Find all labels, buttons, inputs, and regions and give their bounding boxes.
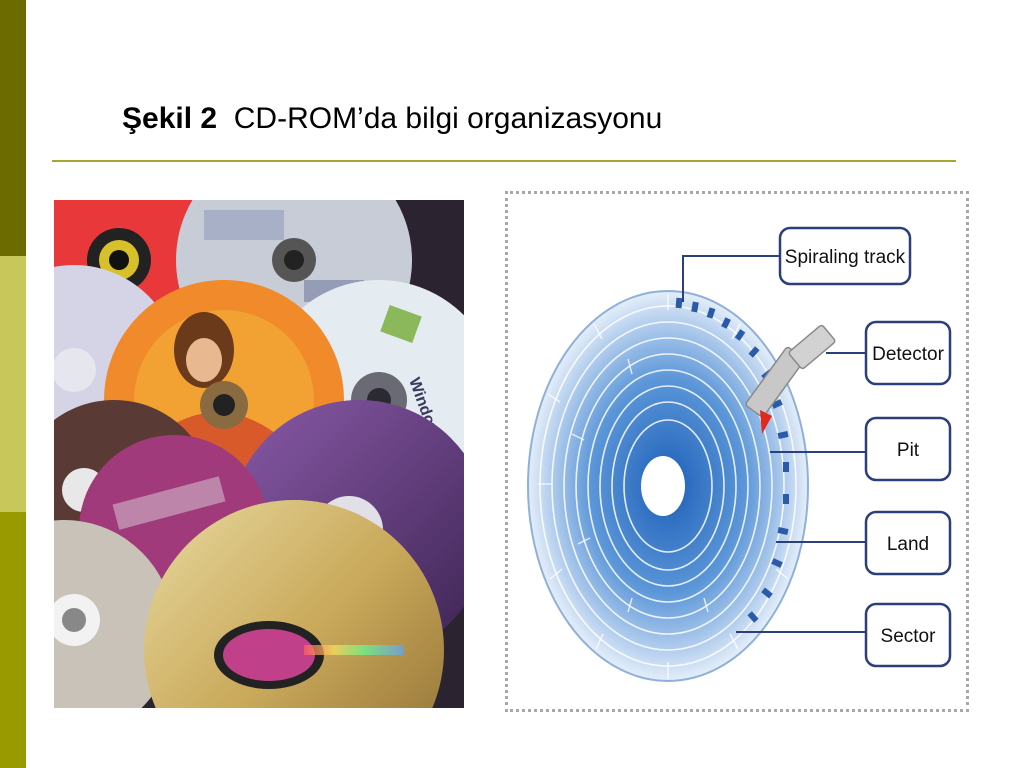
cd-stack-illustration: Windows bbox=[54, 200, 464, 708]
label-sector: Sector bbox=[864, 602, 952, 668]
figure-caption: CD-ROM’da bilgi organizasyonu bbox=[233, 102, 663, 135]
label-detector-text: Detector bbox=[872, 344, 944, 365]
title-divider bbox=[52, 160, 956, 162]
label-spiraling-track: Spiraling track bbox=[778, 226, 912, 286]
figure-number: Şekil 2 bbox=[122, 102, 218, 135]
label-pit-text: Pit bbox=[897, 440, 920, 461]
sidebar-segment-bottom bbox=[0, 512, 26, 768]
label-spiraling-track-text: Spiraling track bbox=[785, 247, 906, 268]
disc-silver bbox=[54, 520, 174, 708]
sector-dividers bbox=[538, 294, 789, 678]
track-rings bbox=[539, 305, 797, 667]
label-sector-text: Sector bbox=[881, 626, 937, 647]
disc-gold bbox=[144, 500, 444, 708]
cd-stack-photo: Windows bbox=[54, 200, 464, 708]
sidebar-segment-top bbox=[0, 0, 26, 256]
sidebar-segment-middle bbox=[0, 256, 26, 512]
disc-body bbox=[527, 290, 809, 682]
cdrom-structure-diagram: Spiraling track Detector Pit Land Sector bbox=[505, 191, 969, 712]
label-land: Land bbox=[864, 510, 952, 576]
label-pit: Pit bbox=[864, 416, 952, 482]
label-detector: Detector bbox=[864, 320, 952, 386]
cdrom-diagram-svg: Spiraling track Detector Pit Land Sector bbox=[527, 226, 952, 682]
label-land-text: Land bbox=[887, 534, 929, 555]
slide-title: Şekil 2 CD-ROM’da bilgi organizasyonu bbox=[122, 102, 662, 136]
disc-hub bbox=[641, 456, 685, 516]
laser-detector bbox=[745, 324, 836, 434]
leader-lines bbox=[682, 255, 866, 633]
